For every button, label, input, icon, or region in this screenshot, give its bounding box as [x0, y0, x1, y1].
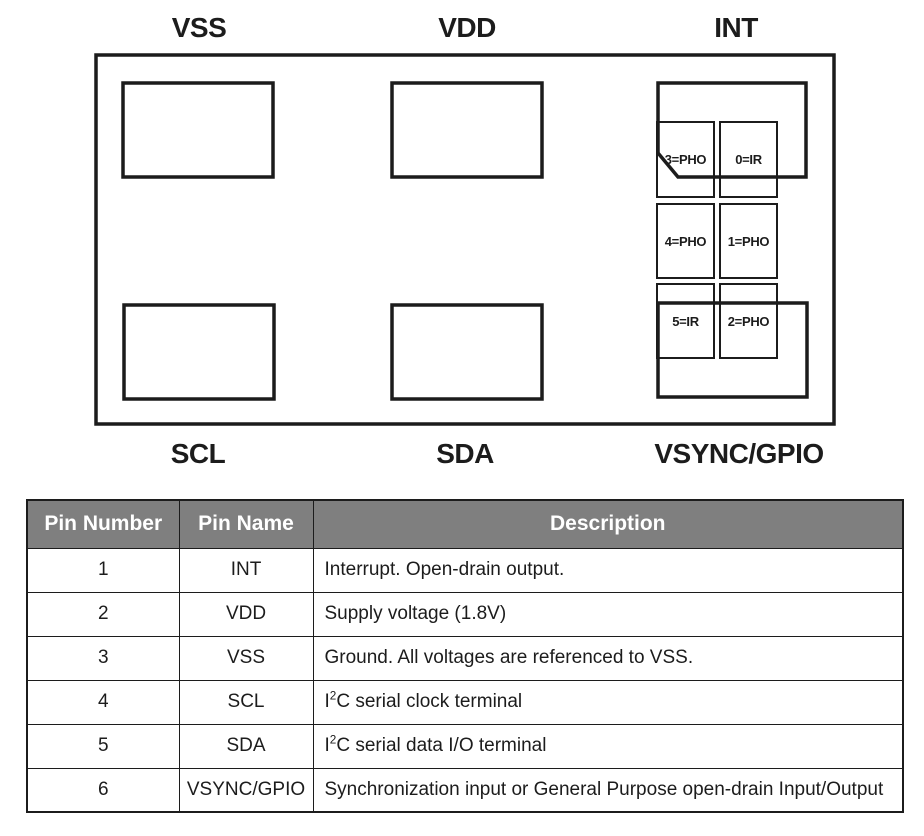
pad-scl: [122, 303, 276, 401]
pin-label-vss: VSS: [171, 12, 227, 43]
chip-outline: [94, 53, 836, 426]
cell-0-ir-box: [719, 121, 778, 198]
pin-name-cell: VSYNC/GPIO: [178, 767, 314, 813]
pin-number-cell: 3: [26, 635, 180, 681]
pin-number-cell: 1: [26, 547, 180, 593]
table-row: 3 VSS Ground. All voltages are reference…: [26, 635, 904, 681]
pin-label-scl: SCL: [170, 438, 226, 469]
pin-number-cell: 4: [26, 679, 180, 725]
cell-4-pho-box: [656, 203, 715, 279]
pad-sda: [390, 303, 544, 401]
pin-description-cell: I2C serial clock terminal: [312, 679, 904, 725]
cell-label-1-pho: 1=PHO: [727, 233, 770, 249]
table-row: 6 VSYNC/GPIO Synchronization input or Ge…: [26, 767, 904, 813]
pin-name-cell: SCL: [178, 679, 314, 725]
pin-description-cell: I2C serial data I/O terminal: [312, 723, 904, 769]
pin-label-vsync-gpio: VSYNC/GPIO: [654, 438, 824, 469]
pin-diagram: VSS VDD INT SCL SDA VSYNC/GPIO 3=PHO 0=I…: [94, 12, 836, 469]
pin-label-sda: SDA: [436, 438, 494, 469]
table-row: 5 SDA I2C serial data I/O terminal: [26, 723, 904, 769]
pin-name-cell: VSS: [178, 635, 314, 681]
cell-1-pho-box: [719, 203, 778, 279]
table-row: 2 VDD Supply voltage (1.8V): [26, 591, 904, 637]
pin-number-cell: 6: [26, 767, 180, 813]
pin-description-cell: Ground. All voltages are referenced to V…: [312, 635, 904, 681]
pin-description-table: Pin Number Pin Name Description 1 INT In…: [26, 499, 904, 813]
header-pin-number: Pin Number: [26, 499, 180, 549]
table-row: 1 INT Interrupt. Open-drain output.: [26, 547, 904, 593]
pin-description-cell: Synchronization input or General Purpose…: [312, 767, 904, 813]
pin-number-cell: 2: [26, 591, 180, 637]
table-header-row: Pin Number Pin Name Description: [26, 499, 904, 549]
cell-5-ir-box: [656, 283, 715, 359]
pin-diagram-shapes: [94, 53, 836, 426]
pin-number-cell: 5: [26, 723, 180, 769]
pin-name-cell: VDD: [178, 591, 314, 637]
cell-2-pho-box: [719, 283, 778, 359]
cell-3-pho-box: [656, 121, 715, 198]
cell-label-3-pho: 3=PHO: [664, 152, 707, 167]
cell-label-4-pho: 4=PHO: [664, 233, 707, 249]
pin-label-vdd: VDD: [438, 12, 496, 43]
pad-vdd: [390, 81, 544, 179]
table-row: 4 SCL I2C serial clock terminal: [26, 679, 904, 725]
cell-label-5-ir: 5=IR: [672, 313, 699, 329]
pin-name-cell: INT: [178, 547, 314, 593]
pin-name-cell: SDA: [178, 723, 314, 769]
cell-label-0-ir: 0=IR: [735, 152, 762, 167]
cell-label-2-pho: 2=PHO: [727, 313, 770, 329]
pin-label-int: INT: [714, 12, 758, 43]
pin-description-cell: Supply voltage (1.8V): [312, 591, 904, 637]
pad-vss: [121, 81, 275, 179]
header-pin-name: Pin Name: [178, 499, 314, 549]
header-description: Description: [312, 499, 904, 549]
pin-description-cell: Interrupt. Open-drain output.: [312, 547, 904, 593]
